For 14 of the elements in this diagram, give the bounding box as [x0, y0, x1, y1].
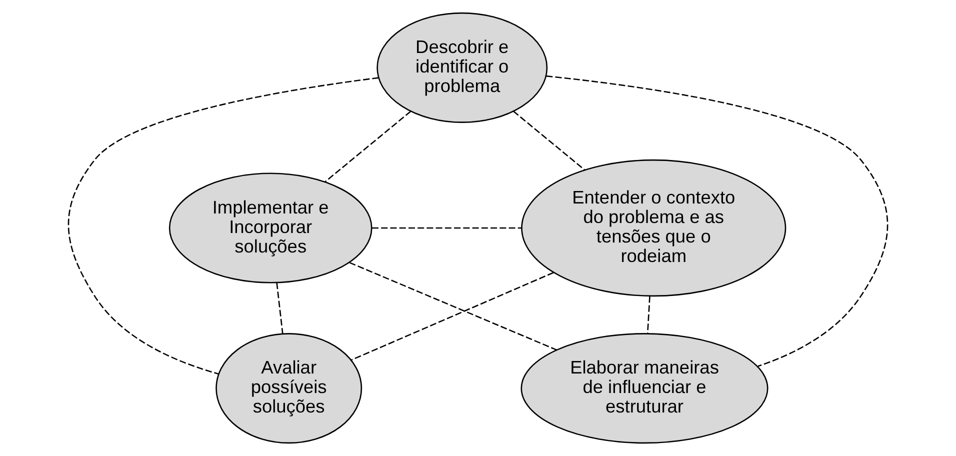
connector — [546, 75, 888, 367]
connector — [68, 77, 379, 374]
connector — [513, 110, 585, 170]
node-ellipse: Avaliar possíveis soluções — [216, 333, 362, 444]
node-ellipse: Descobrir e identificar o problema — [376, 12, 548, 123]
connector — [351, 272, 554, 360]
node-ellipse: Entender o contexto do problema e as tensões que o rodeiam — [521, 159, 786, 297]
connector — [372, 227, 522, 229]
connector — [646, 296, 650, 334]
connector — [324, 110, 412, 182]
connector — [276, 282, 284, 334]
node-ellipse: Implementar e Incorporar soluções — [168, 172, 372, 284]
connector — [349, 262, 557, 351]
node-ellipse: Elaborar maneiras de influenciar e estruturar — [520, 333, 768, 444]
